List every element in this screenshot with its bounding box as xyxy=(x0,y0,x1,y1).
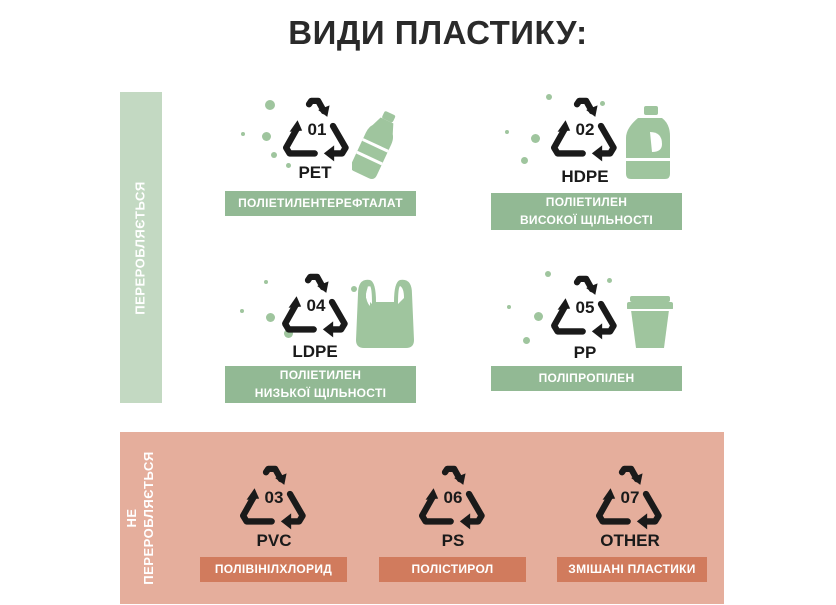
resin-number: 02 xyxy=(575,120,595,139)
resin-number: 05 xyxy=(575,298,595,317)
resin-code: PET xyxy=(298,163,332,182)
plastic-name-line: ЗМІШАНІ ПЛАСТИКИ xyxy=(568,561,696,576)
resin-number: 04 xyxy=(306,296,326,315)
resin-code: PVC xyxy=(256,531,292,550)
decor-dot xyxy=(505,130,509,134)
plastic-name-label: ЗМІШАНІ ПЛАСТИКИ xyxy=(557,557,707,582)
decor-dot xyxy=(546,94,552,100)
decor-dot xyxy=(240,309,244,313)
resin-code: PS xyxy=(441,531,465,550)
decor-dot xyxy=(507,305,511,309)
recycle-symbol-icon: 04 xyxy=(276,266,356,338)
plastic-name-line: НИЗЬКОЇ ЩІЛЬНОСТІ xyxy=(254,385,387,400)
resin-number: 01 xyxy=(307,120,327,139)
nonrecyclable-label-line-1: НЕ xyxy=(124,508,140,528)
recycle-symbol-icon: 01 xyxy=(277,90,357,162)
jug-icon xyxy=(626,106,670,179)
resin-number: 07 xyxy=(620,488,640,507)
plastic-name-label: ПОЛІСТИРОЛ xyxy=(379,557,526,582)
decor-dot xyxy=(264,280,268,284)
decor-dot xyxy=(271,152,277,158)
decor-dot xyxy=(534,312,543,321)
cup-icon xyxy=(627,296,673,348)
recycle-symbol-icon: 07 xyxy=(590,458,670,530)
recyclable-side-panel: ПЕРЕРОБЛЯЄТЬСЯ xyxy=(120,92,162,403)
plastic-name-line: ПОЛІСТИРОЛ xyxy=(411,561,494,576)
resin-code: OTHER xyxy=(600,531,660,550)
recycle-symbol-icon: 05 xyxy=(545,268,625,340)
plastic-name-line: ПОЛІЕТИЛЕН xyxy=(545,195,628,210)
plastic-name-line: ПОЛІВІНІЛХЛОРИД xyxy=(214,561,333,576)
bottle-icon xyxy=(352,111,396,179)
plastic-name-label: ПОЛІЕТИЛЕНТЕРЕФТАЛАТ xyxy=(225,191,416,216)
decor-dot xyxy=(600,101,605,106)
decor-dot xyxy=(523,337,530,344)
plastic-name-line: ПОЛІЕТИЛЕНТЕРЕФТАЛАТ xyxy=(238,195,403,210)
decor-dot xyxy=(545,271,551,277)
decor-dot xyxy=(286,163,291,168)
decor-dot xyxy=(531,134,540,143)
decor-dot xyxy=(351,286,357,292)
decor-dot xyxy=(265,100,275,110)
decor-dot xyxy=(262,132,271,141)
plastic-name-label: ПОЛІПРОПІЛЕН xyxy=(491,366,682,391)
plastic-name-line: ПОЛІПРОПІЛЕН xyxy=(538,370,635,385)
decor-dot xyxy=(607,278,612,283)
decor-dot xyxy=(241,132,245,136)
plastic-bag-icon xyxy=(356,279,414,348)
resin-code: HDPE xyxy=(561,167,609,186)
resin-code: PP xyxy=(573,343,597,362)
nonrecyclable-side-panel: НЕ ПЕРЕРОБЛЯЄТЬСЯ xyxy=(120,432,162,604)
plastic-name-line: ВИСОКОЇ ЩІЛЬНОСТІ xyxy=(519,212,654,227)
resin-code: LDPE xyxy=(292,342,338,361)
plastic-name-line: ПОЛІЕТИЛЕН xyxy=(279,368,362,383)
plastic-name-label: ПОЛІЕТИЛЕН ВИСОКОЇ ЩІЛЬНОСТІ xyxy=(491,193,682,230)
nonrecyclable-label: НЕ ПЕРЕРОБЛЯЄТЬСЯ xyxy=(124,451,158,584)
recycle-symbol-icon: 03 xyxy=(234,458,314,530)
decor-dot xyxy=(284,329,293,338)
recycle-symbol-icon: 02 xyxy=(545,90,625,162)
decor-dot xyxy=(266,313,275,322)
page-title: ВИДИ ПЛАСТИКУ: xyxy=(288,14,588,51)
recyclable-label: ПЕРЕРОБЛЯЄТЬСЯ xyxy=(132,180,148,315)
plastic-name-label: ПОЛІЕТИЛЕН НИЗЬКОЇ ЩІЛЬНОСТІ xyxy=(225,366,416,403)
resin-number: 06 xyxy=(443,488,463,507)
recycle-symbol-icon: 06 xyxy=(413,458,493,530)
plastic-name-label: ПОЛІВІНІЛХЛОРИД xyxy=(200,557,347,582)
decor-dot xyxy=(521,157,528,164)
nonrecyclable-label-line-2: ПЕРЕРОБЛЯЄТЬСЯ xyxy=(141,451,156,585)
resin-number: 03 xyxy=(264,488,284,507)
